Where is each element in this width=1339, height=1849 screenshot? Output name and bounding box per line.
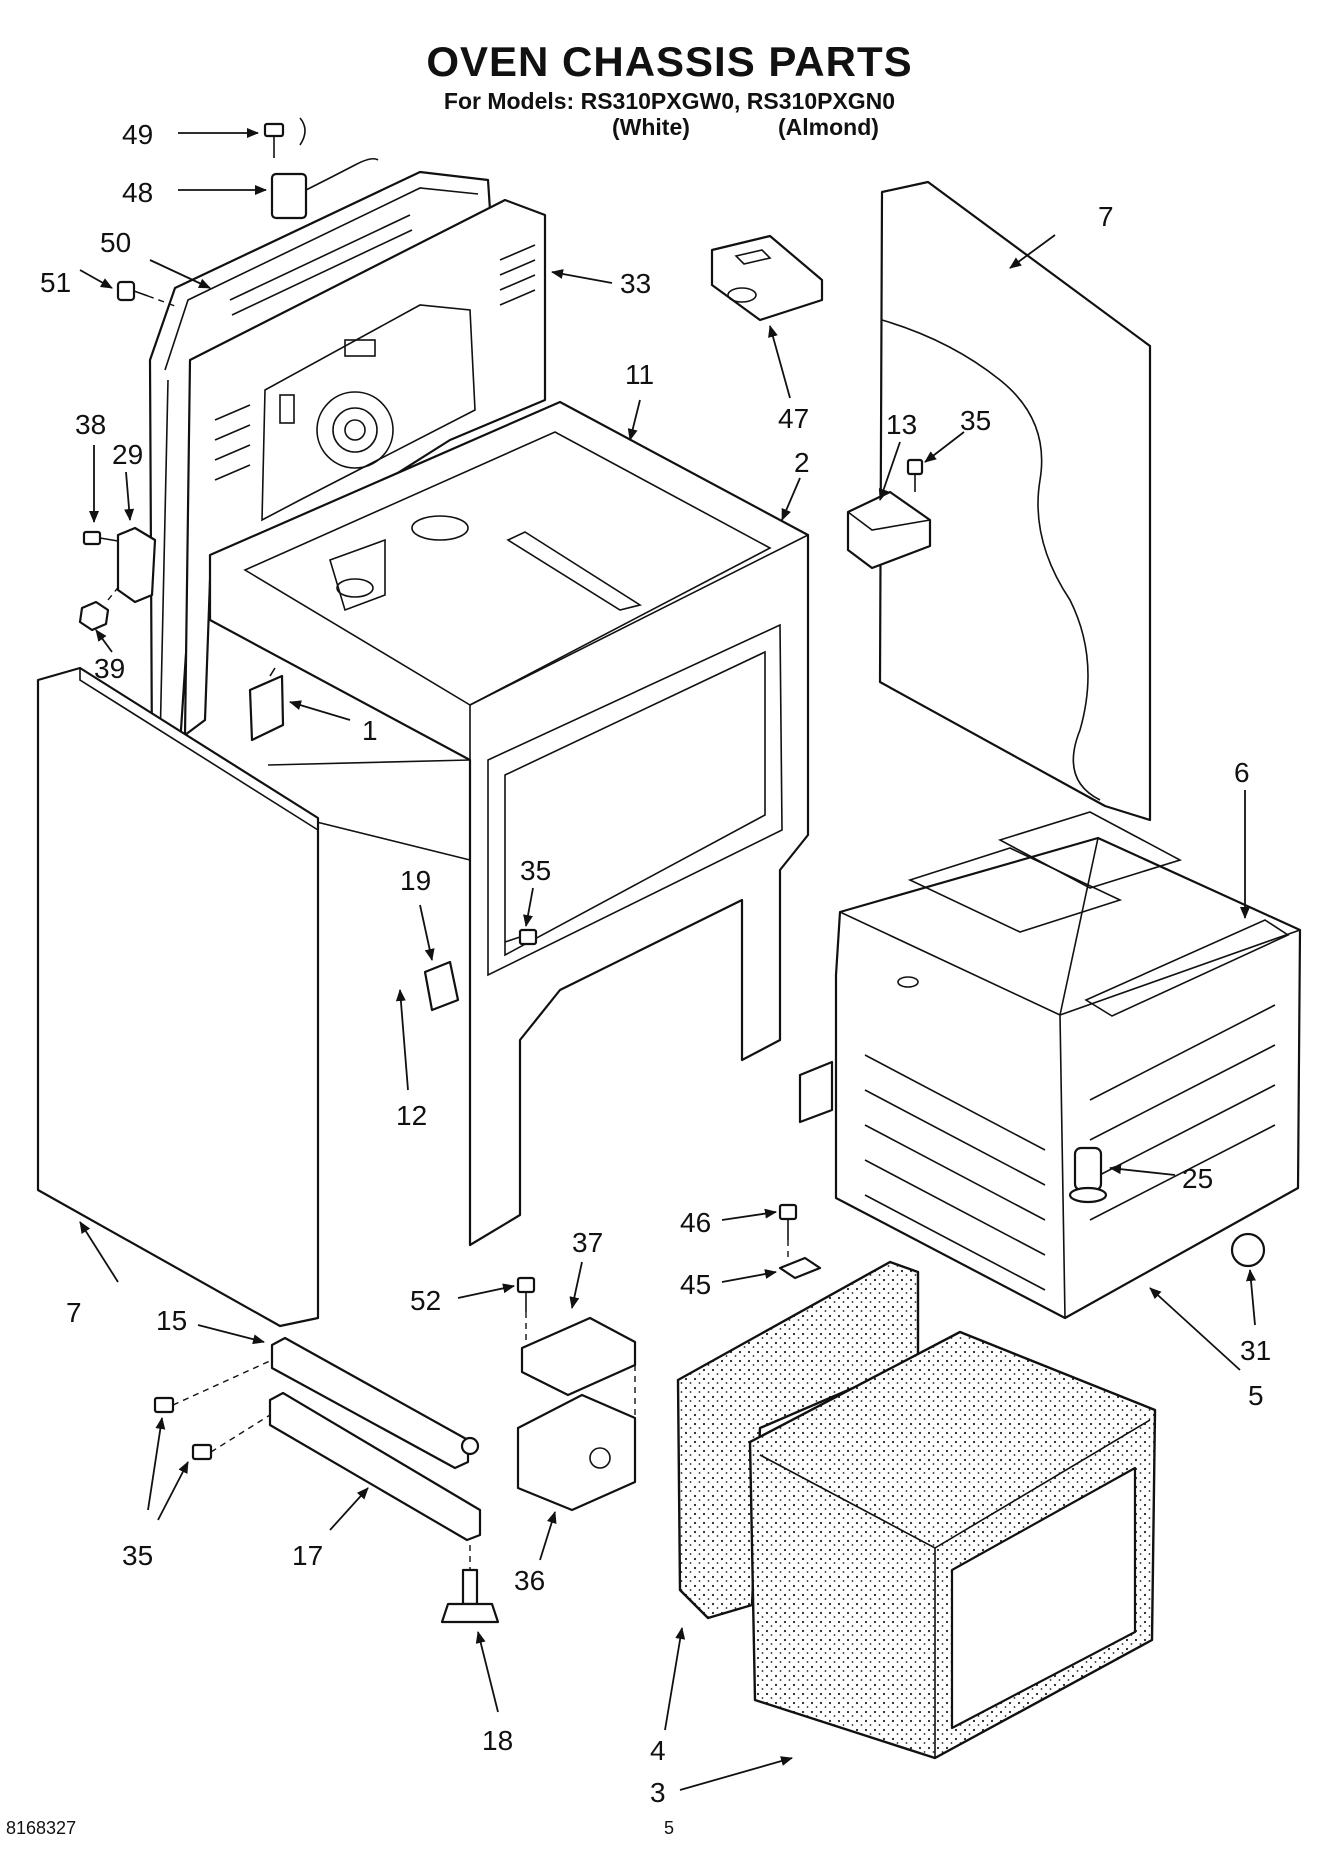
callout-1: 1	[362, 715, 378, 746]
callout-11: 11	[625, 359, 654, 390]
callout-47: 47	[778, 403, 809, 434]
part-6-broil-element	[1084, 919, 1290, 1017]
callout-52: 52	[410, 1285, 441, 1316]
callout-15: 15	[156, 1305, 187, 1336]
variant-almond-label: (Almond)	[778, 114, 879, 140]
leader-lines	[79, 128, 1256, 1791]
callout-45: 45	[680, 1269, 711, 1300]
callout-19: 19	[400, 865, 431, 896]
callout-labels: 49 48 50 51 33 38 29 39 1 11 2 47 13 35 …	[40, 119, 1271, 1808]
variant-white-label: (White)	[612, 114, 690, 140]
callout-48: 48	[122, 177, 153, 208]
callout-7-left: 7	[66, 1297, 82, 1328]
callout-31: 31	[1240, 1335, 1271, 1366]
part-45-clip	[778, 1256, 822, 1280]
callout-38: 38	[75, 409, 106, 440]
part-51-screw	[116, 280, 176, 307]
callout-3: 3	[650, 1777, 666, 1808]
callout-35-upper-right: 35	[960, 405, 991, 436]
part-49-screw	[263, 117, 306, 158]
part-38-screw	[82, 530, 119, 546]
part-18-leveling-leg	[440, 1545, 500, 1624]
part-7-rear-sheet	[878, 180, 1152, 822]
part-37-plate	[520, 1316, 637, 1397]
part-39-nut	[78, 584, 121, 632]
part-47-vent-cover	[710, 234, 824, 322]
part-25-bake-element-terminal	[1068, 1146, 1108, 1204]
part-29-hinge	[116, 526, 157, 604]
part-19-clip	[423, 960, 460, 1012]
callout-39: 39	[94, 653, 125, 684]
models-line: For Models: RS310PXGW0, RS310PXGN0	[443, 88, 896, 114]
callout-5: 5	[1248, 1380, 1264, 1411]
callout-29: 29	[112, 439, 143, 470]
part-1-bracket	[248, 667, 285, 742]
part-52-screw	[516, 1276, 536, 1345]
callout-33: 33	[620, 268, 651, 299]
page-number: 5	[664, 1818, 675, 1838]
part-35-screw-center	[504, 928, 538, 946]
part-35-screw-bottom-left	[153, 1359, 273, 1461]
part-35-screw-right	[906, 458, 924, 492]
callout-46: 46	[680, 1207, 711, 1238]
part-7-left-side-panel	[36, 666, 320, 1328]
callout-13: 13	[886, 409, 917, 440]
part-4-insulation-wrap	[676, 1260, 920, 1620]
part-17-rail	[268, 1391, 482, 1542]
part-46-screw	[778, 1203, 798, 1262]
part-13-bracket	[846, 490, 932, 570]
callout-18: 18	[482, 1725, 513, 1756]
part-11-chassis-frame	[208, 400, 810, 1247]
callout-25: 25	[1182, 1163, 1213, 1194]
callout-12: 12	[396, 1100, 427, 1131]
part-48-switch	[270, 158, 379, 220]
callout-6: 6	[1234, 757, 1250, 788]
part-31-light-lens	[1230, 1232, 1266, 1268]
callout-36: 36	[514, 1565, 545, 1596]
part-5-oven-liner	[798, 811, 1302, 1320]
part-15-rail	[270, 1336, 480, 1470]
callout-35-center: 35	[520, 855, 551, 886]
callout-17: 17	[292, 1540, 323, 1571]
callout-4: 4	[650, 1735, 666, 1766]
callout-50: 50	[100, 227, 131, 258]
part-36-bracket	[516, 1365, 637, 1512]
callout-2: 2	[794, 447, 810, 478]
callout-51: 51	[40, 267, 71, 298]
page-title: OVEN CHASSIS PARTS	[426, 38, 913, 85]
document-number: 8168327	[6, 1818, 77, 1838]
callout-7-rear: 7	[1098, 201, 1114, 232]
callout-37: 37	[572, 1227, 603, 1258]
part-3-insulation-box	[748, 1330, 1157, 1760]
callout-35-lower-left: 35	[122, 1540, 153, 1571]
callout-49: 49	[122, 119, 153, 150]
